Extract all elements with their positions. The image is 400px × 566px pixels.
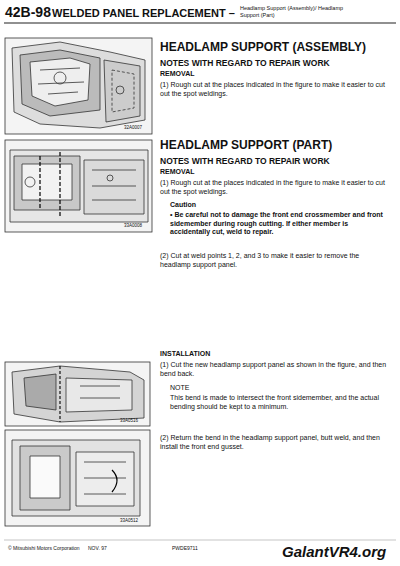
figure-install bbox=[5, 430, 150, 526]
date-code: NOV. 97 bbox=[88, 545, 107, 551]
section-heading: HEADLAMP SUPPORT (ASSEMBLY) bbox=[160, 40, 366, 55]
section-heading: HEADLAMP SUPPORT (PART) bbox=[160, 138, 332, 153]
figure-code: 33A0008 bbox=[124, 223, 142, 228]
instruction-text: (1) Cut the new headlamp support panel a… bbox=[160, 361, 388, 378]
figure-part bbox=[5, 140, 152, 232]
subheading: INSTALLATION bbox=[160, 350, 210, 359]
instruction-text: (1) Rough cut at the places indicated in… bbox=[160, 179, 388, 196]
instruction-text: (2) Return the bend in the headlamp supp… bbox=[160, 434, 388, 451]
instruction-text: (2) Cut at weld points 1, 2, and 3 to ma… bbox=[160, 252, 388, 269]
page-number: 42B-98 bbox=[5, 4, 51, 21]
section-subtitle: Headlamp Support (Assembly)/ Headlamp Su… bbox=[240, 5, 350, 18]
copyright: © Mitsubishi Motors Corporation bbox=[8, 545, 80, 551]
figure-code: 32A0007 bbox=[124, 125, 142, 130]
document-code: PWDE9711 bbox=[172, 545, 198, 551]
caution-heading: Caution bbox=[170, 201, 196, 210]
figure-code: 33A0512 bbox=[120, 518, 138, 523]
figure-assembly bbox=[5, 38, 152, 134]
note-text: This bend is made to intersect the front… bbox=[170, 394, 388, 411]
subheading: NOTES WITH REGARD TO REPAIR WORK bbox=[160, 58, 330, 68]
figure-code: 33A0516 bbox=[120, 418, 138, 423]
watermark: GalantVR4.org bbox=[282, 543, 386, 561]
subheading: REMOVAL bbox=[160, 168, 194, 177]
caution-text: • Be careful not to damage the front end… bbox=[170, 211, 388, 237]
note-heading: NOTE bbox=[170, 384, 189, 393]
instruction-text: (1) Rough cut at the places indicated in… bbox=[160, 81, 388, 98]
page-title: WELDED PANEL REPLACEMENT – bbox=[52, 7, 235, 20]
subheading: NOTES WITH REGARD TO REPAIR WORK bbox=[160, 156, 330, 166]
subheading: REMOVAL bbox=[160, 70, 194, 79]
figure-cut-panel bbox=[5, 362, 150, 426]
